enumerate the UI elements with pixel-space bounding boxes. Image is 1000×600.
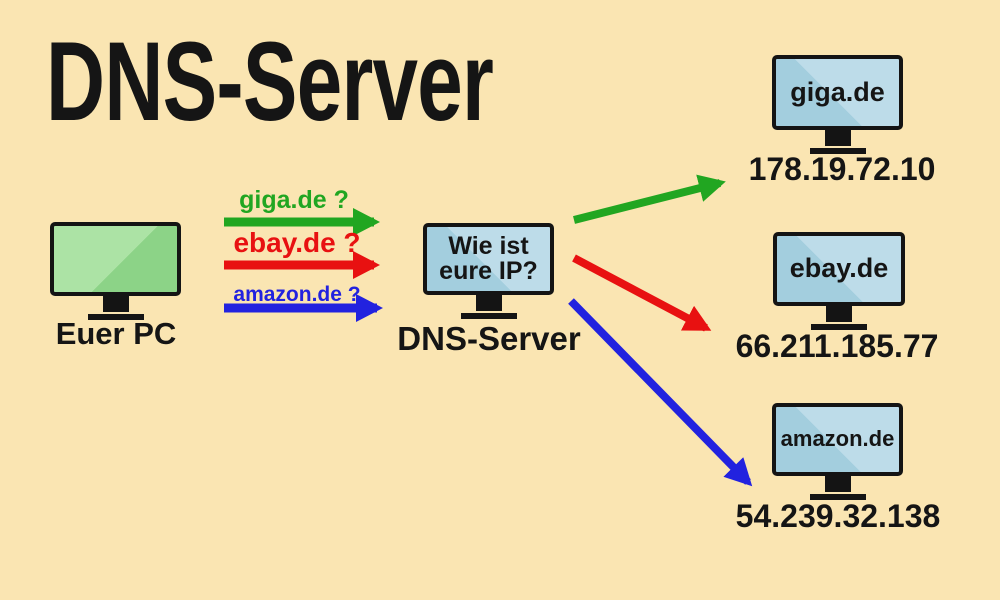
monitor-stand-base: [87, 314, 144, 320]
monitor-stand-neck: [826, 306, 852, 322]
server-monitor-giga: giga.de: [772, 55, 903, 154]
response-arrow-giga: [573, 174, 726, 224]
monitor-stand-neck: [102, 296, 129, 312]
server-ip-ebay: 66.211.185.77: [735, 328, 939, 364]
query-label-amazon: amazon.de ?: [233, 283, 361, 306]
page-title: DNS-Server: [46, 19, 494, 144]
server-ip-giga: 178.19.72.10: [748, 151, 936, 187]
dns-screen-text-line1: Wie ist: [448, 231, 529, 260]
server-screen-ebay: ebay.de: [773, 232, 905, 306]
monitor-stand-neck: [475, 295, 502, 311]
server-screen-giga: giga.de: [772, 55, 903, 130]
monitor-stand-neck: [824, 130, 851, 146]
query-label-giga: giga.de ?: [239, 186, 349, 214]
client-pc-label: Euer PC: [55, 316, 177, 351]
server-domain-ebay: ebay.de: [789, 253, 889, 284]
query-label-ebay: ebay.de ?: [233, 227, 361, 258]
monitor-stand-neck: [824, 476, 851, 492]
monitor-stand-base: [809, 494, 866, 500]
response-arrow-ebay: [572, 254, 712, 332]
client-pc-screen: [50, 222, 181, 296]
dns-server-monitor: Wie ist eure IP?: [423, 223, 554, 319]
monitor-stand-base: [460, 313, 517, 319]
server-ip-amazon: 54.239.32.138: [735, 498, 941, 534]
server-screen-amazon: amazon.de: [772, 403, 903, 476]
client-pc-monitor: [50, 222, 181, 320]
response-arrow-amazon: [568, 298, 753, 487]
server-monitor-ebay: ebay.de: [773, 232, 905, 330]
server-domain-amazon: amazon.de: [780, 426, 895, 452]
monitor-stand-base: [811, 324, 867, 330]
server-domain-giga: giga.de: [790, 76, 885, 107]
monitor-stand-base: [809, 148, 866, 154]
dns-screen-text-line2: eure IP?: [439, 257, 538, 285]
dns-server-label: DNS-Server: [397, 320, 581, 357]
server-monitor-amazon: amazon.de: [772, 403, 903, 500]
dns-server-screen: Wie ist eure IP?: [423, 223, 554, 295]
